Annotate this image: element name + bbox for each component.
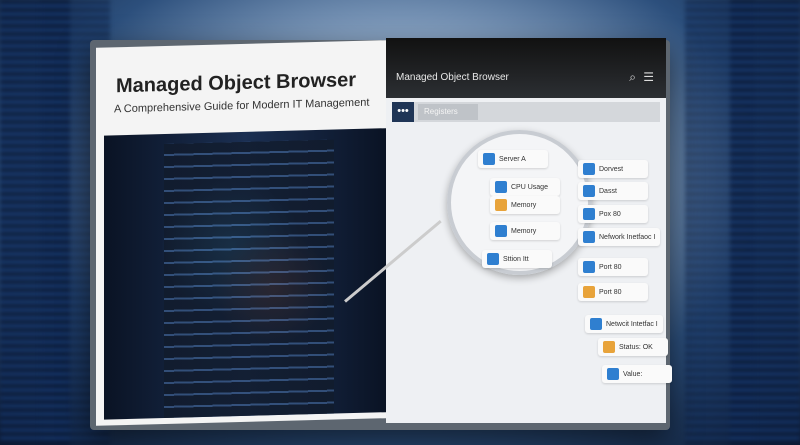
tab-registers[interactable]: Registers bbox=[418, 104, 478, 120]
tree-node[interactable]: Pox 80 bbox=[578, 205, 648, 223]
node-icon bbox=[495, 181, 507, 193]
node-label: Nefwork Inetfaoc I bbox=[599, 233, 656, 241]
book-title: Managed Object Browser bbox=[116, 68, 357, 98]
tree-node[interactable]: Value: bbox=[602, 365, 672, 383]
tree-node[interactable]: Dasst bbox=[578, 182, 648, 200]
node-icon bbox=[603, 341, 615, 353]
server-rack bbox=[164, 139, 334, 419]
node-icon bbox=[495, 199, 507, 211]
node-icon bbox=[583, 163, 595, 175]
node-label: Port 80 bbox=[599, 288, 622, 296]
server-rack-background bbox=[685, 0, 755, 445]
node-label: Status: OK bbox=[619, 343, 653, 351]
search-icon[interactable]: ⌕ bbox=[629, 70, 636, 84]
tree-node[interactable]: Netwcit Intetfac I bbox=[585, 315, 663, 333]
book-subtitle: A Comprehensive Guide for Modern IT Mana… bbox=[114, 96, 370, 116]
left-page: Managed Object Browser A Comprehensive G… bbox=[96, 40, 386, 426]
tree-node[interactable]: Port 80 bbox=[578, 283, 648, 301]
tree-node[interactable]: Memory bbox=[490, 196, 560, 214]
tree-node[interactable]: Port 80 bbox=[578, 258, 648, 276]
tree-node[interactable]: Dorvest bbox=[578, 160, 648, 178]
node-icon bbox=[607, 368, 619, 380]
node-label: Pox 80 bbox=[599, 210, 621, 218]
hamburger-menu-icon[interactable]: ☰ bbox=[643, 70, 654, 84]
tree-node[interactable]: CPU Usage bbox=[490, 178, 560, 196]
tree-node[interactable]: Server A bbox=[478, 150, 548, 168]
tree-node[interactable]: Nefwork Inetfaoc I bbox=[578, 228, 661, 246]
node-label: Dorvest bbox=[599, 165, 624, 173]
node-label: CPU Usage bbox=[511, 183, 548, 191]
app-title: Managed Object Browser bbox=[396, 72, 509, 83]
node-icon bbox=[583, 231, 595, 243]
more-button[interactable]: ••• bbox=[392, 102, 414, 122]
node-icon bbox=[583, 185, 595, 197]
node-icon bbox=[583, 208, 595, 220]
node-icon bbox=[583, 286, 595, 298]
toolbar: ••• Registers bbox=[392, 102, 660, 122]
server-illustration bbox=[104, 128, 386, 420]
node-icon bbox=[483, 153, 495, 165]
node-label: Server A bbox=[499, 155, 526, 163]
node-label: Dasst bbox=[599, 187, 617, 195]
node-icon bbox=[487, 253, 499, 265]
node-label: Memory bbox=[511, 201, 537, 209]
node-icon bbox=[583, 261, 595, 273]
node-label: Memory bbox=[511, 227, 537, 235]
tree-node[interactable]: Memory bbox=[490, 222, 560, 240]
app-header: Managed Object Browser ⌕ ☰ bbox=[386, 38, 666, 98]
node-label: Netwcit Intetfac I bbox=[606, 320, 658, 328]
node-label: Value: bbox=[623, 370, 643, 378]
node-icon bbox=[495, 225, 507, 237]
tree-node[interactable]: Status: OK bbox=[598, 338, 668, 356]
node-label: Sttion Itt bbox=[503, 255, 529, 263]
tree-node[interactable]: Sttion Itt bbox=[482, 250, 552, 268]
node-icon bbox=[590, 318, 602, 330]
node-label: Port 80 bbox=[599, 263, 622, 271]
